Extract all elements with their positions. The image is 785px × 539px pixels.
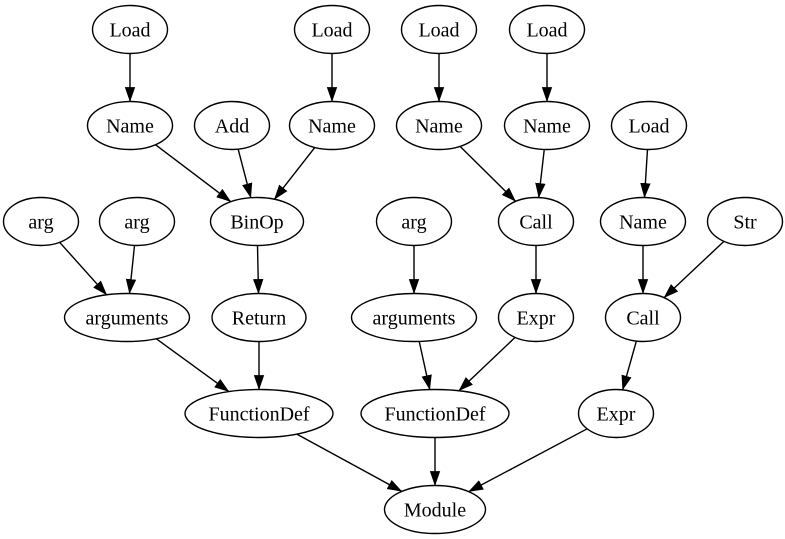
node-ellipse-binop1 (209, 196, 305, 247)
graph-edge-arguments1-functiondef1 (155, 338, 230, 393)
node-label-load3: Load (418, 19, 459, 41)
graph-node-call1: Call (497, 196, 575, 247)
node-label-module1: Module (404, 499, 466, 521)
node-label-load1: Load (109, 19, 150, 41)
node-label-expr2: Expr (597, 403, 636, 425)
graph-node-arguments1: arguments (63, 292, 191, 343)
graph-edge-functiondef1-module1 (296, 433, 403, 493)
node-ellipse-arg2 (98, 196, 176, 247)
node-label-name3: Name (415, 115, 463, 137)
graph-node-name5: Name (599, 196, 687, 247)
graph-edge-expr1-functiondef2 (458, 336, 516, 392)
node-ellipse-name1 (86, 100, 174, 151)
node-ellipse-arguments2 (350, 292, 478, 343)
node-ellipse-load3 (400, 4, 478, 55)
graph-edge-arg1-arguments1 (59, 241, 108, 296)
node-ellipse-call2 (604, 292, 682, 343)
node-label-arg3: arg (401, 211, 426, 233)
graph-edge-name1-binop1 (155, 144, 232, 203)
node-label-return1: Return (232, 307, 286, 329)
graph-edge-expr2-module1 (468, 428, 588, 493)
graph-node-expr2: Expr (577, 388, 655, 439)
node-label-binop1: BinOp (230, 211, 283, 233)
graph-edge-call2-expr2 (621, 340, 638, 391)
node-ellipse-load2 (293, 4, 371, 55)
node-ellipse-name5 (599, 196, 687, 247)
node-ellipse-add1 (193, 100, 271, 151)
graph-node-name2: Name (288, 100, 376, 151)
graph-node-load3: Load (400, 4, 478, 55)
graph-node-arg1: arg (2, 196, 80, 247)
graph-edge-arguments2-functiondef2 (418, 341, 432, 391)
graph-edge-load5-name5 (640, 149, 651, 199)
node-label-functiondef2: FunctionDef (384, 403, 485, 425)
graph-edge-name4-call1 (535, 149, 546, 199)
node-label-add1: Add (215, 115, 249, 137)
graph-node-load1: Load (91, 4, 169, 55)
graph-edge-str1-call2 (663, 240, 725, 299)
graph-node-load5: Load (610, 100, 688, 151)
node-label-arguments1: arguments (86, 307, 169, 329)
graph-node-binop1: BinOp (209, 196, 305, 247)
graph-node-arg3: arg (375, 196, 453, 247)
node-label-arguments2: arguments (373, 307, 456, 329)
node-label-call2: Call (626, 307, 660, 329)
graph-node-functiondef2: FunctionDef (360, 388, 510, 439)
graph-node-expr1: Expr (497, 292, 575, 343)
node-ellipse-module1 (383, 484, 487, 535)
node-label-load5: Load (628, 115, 669, 137)
node-ellipse-call1 (497, 196, 575, 247)
graph-edge-arg2-arguments1 (125, 245, 137, 295)
graph-node-name1: Name (86, 100, 174, 151)
node-ellipse-name3 (395, 100, 483, 151)
node-label-name4: Name (523, 115, 571, 137)
node-label-name5: Name (619, 211, 667, 233)
graph-edge-name2-binop1 (273, 147, 316, 200)
graph-edge-name3-call1 (459, 145, 517, 202)
node-label-functiondef1: FunctionDef (208, 403, 309, 425)
graph-edge-binop1-return1 (253, 245, 264, 295)
graph-node-module1: Module (383, 484, 487, 535)
node-label-arg2: arg (124, 211, 149, 233)
node-ellipse-functiondef1 (184, 388, 334, 439)
graph-node-name3: Name (395, 100, 483, 151)
graph-node-arguments2: arguments (350, 292, 478, 343)
node-ellipse-load1 (91, 4, 169, 55)
graph-node-functiondef1: FunctionDef (184, 388, 334, 439)
node-label-load4: Load (526, 19, 567, 41)
node-label-expr1: Expr (517, 307, 556, 329)
graph-node-load2: Load (293, 4, 371, 55)
graph-node-return1: Return (211, 292, 307, 343)
node-ellipse-expr1 (497, 292, 575, 343)
node-label-name1: Name (106, 115, 154, 137)
node-ellipse-expr2 (577, 388, 655, 439)
node-label-str1: Str (733, 211, 757, 233)
graph-node-name4: Name (503, 100, 591, 151)
node-ellipse-str1 (706, 196, 784, 247)
node-ellipse-arg3 (375, 196, 453, 247)
graph-node-arg2: arg (98, 196, 176, 247)
node-label-call1: Call (519, 211, 553, 233)
node-label-name2: Name (308, 115, 356, 137)
node-ellipse-arguments1 (63, 292, 191, 343)
node-ellipse-load5 (610, 100, 688, 151)
node-ellipse-name2 (288, 100, 376, 151)
graph-node-call2: Call (604, 292, 682, 343)
node-ellipse-arg1 (2, 196, 80, 247)
node-ellipse-load4 (508, 4, 586, 55)
graph-edge-add1-binop1 (237, 148, 253, 199)
node-ellipse-return1 (211, 292, 307, 343)
node-ellipse-functiondef2 (360, 388, 510, 439)
node-label-load2: Load (311, 19, 352, 41)
graph-node-load4: Load (508, 4, 586, 55)
graph-node-add1: Add (193, 100, 271, 151)
node-label-arg1: arg (28, 211, 53, 233)
graph-node-str1: Str (706, 196, 784, 247)
node-ellipse-name4 (503, 100, 591, 151)
